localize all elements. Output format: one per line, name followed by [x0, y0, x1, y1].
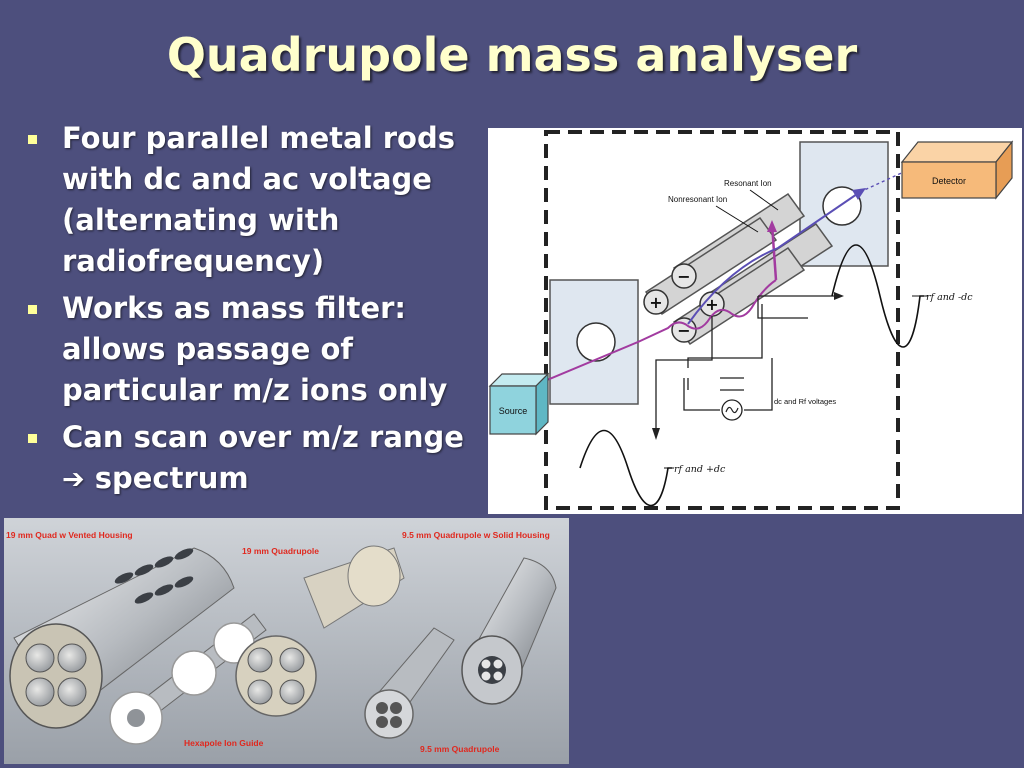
photo-label-9-5mm-quadrupole: 9.5 mm Quadrupole — [420, 744, 500, 754]
quadrupole-9-5mm — [364, 627, 455, 739]
capacitor-plates — [720, 377, 744, 391]
sine-wave-top — [831, 244, 924, 348]
rf-minus-dc-label: rf and -dc — [926, 292, 973, 303]
sine-wave-bottom — [579, 430, 672, 506]
solid-housing — [461, 557, 557, 705]
dashed-enclosure — [544, 130, 900, 510]
rod-cap-minus-bottom — [671, 317, 697, 343]
bullet-marker — [28, 434, 37, 443]
slide-title: Quadrupole mass analyser — [166, 28, 858, 82]
photo-label-vented-housing: 19 mm Quad w Vented Housing — [6, 530, 133, 540]
bullet-marker — [28, 305, 37, 314]
rejected-ion-path — [770, 223, 778, 281]
rf-plus-dc-label: rf and +dc — [674, 464, 726, 475]
quadrupole-19mm — [235, 545, 405, 717]
bullet-text-tail: spectrum — [94, 461, 249, 495]
plus-sign-left: + — [649, 293, 662, 312]
resonant-ion-path — [527, 279, 777, 389]
detector-box: Detector — [900, 140, 1014, 200]
bullet-list: Four parallel metal rods with dc and ac … — [22, 118, 492, 506]
source-label: Source — [499, 406, 528, 416]
bullet-text: Four parallel metal rods with dc and ac … — [62, 121, 455, 278]
quadrupole-diagram: − + + − Detector Source Resonant Ion Non… — [488, 128, 1022, 514]
bullet-item: Can scan over m/z range ➔ spectrum — [22, 417, 492, 500]
detector-label: Detector — [932, 176, 966, 186]
minus-sign-top: − — [677, 267, 690, 286]
bullet-text: Works as mass filter: allows passage of … — [62, 291, 448, 407]
source-box: Source — [488, 372, 550, 436]
wire-supply — [687, 304, 763, 390]
nonresonant-ion-label: Nonresonant Ion — [668, 195, 727, 204]
photo-label-solid-housing: 9.5 mm Quadrupole w Solid Housing — [402, 530, 550, 540]
transmitted-ion-path — [687, 191, 861, 325]
bullet-item: Works as mass filter: allows passage of … — [22, 288, 492, 411]
bullet-marker — [28, 135, 37, 144]
photo-label-19mm-quadrupole: 19 mm Quadrupole — [242, 546, 319, 556]
bullet-text: Can scan over m/z range — [62, 420, 464, 454]
rod-cap-minus-top — [671, 263, 697, 289]
wire-ac-loop — [683, 358, 773, 411]
quadrupole-hardware-photo: 19 mm Quad w Vented Housing 19 mm Quadru… — [4, 518, 569, 764]
wire-left-down — [655, 316, 713, 428]
photo-label-hexapole: Hexapole Ion Guide — [184, 738, 264, 748]
rod-cap-plus-left — [643, 289, 669, 315]
vented-housing — [9, 547, 235, 729]
voltages-label: dc and Rf voltages — [774, 397, 836, 406]
wire-rf-minus — [757, 295, 834, 319]
right-arrow-icon: ➔ — [62, 464, 85, 495]
resonant-ion-label: Resonant Ion — [724, 179, 772, 188]
bullet-item: Four parallel metal rods with dc and ac … — [22, 118, 492, 282]
plus-sign-right: + — [705, 295, 718, 314]
